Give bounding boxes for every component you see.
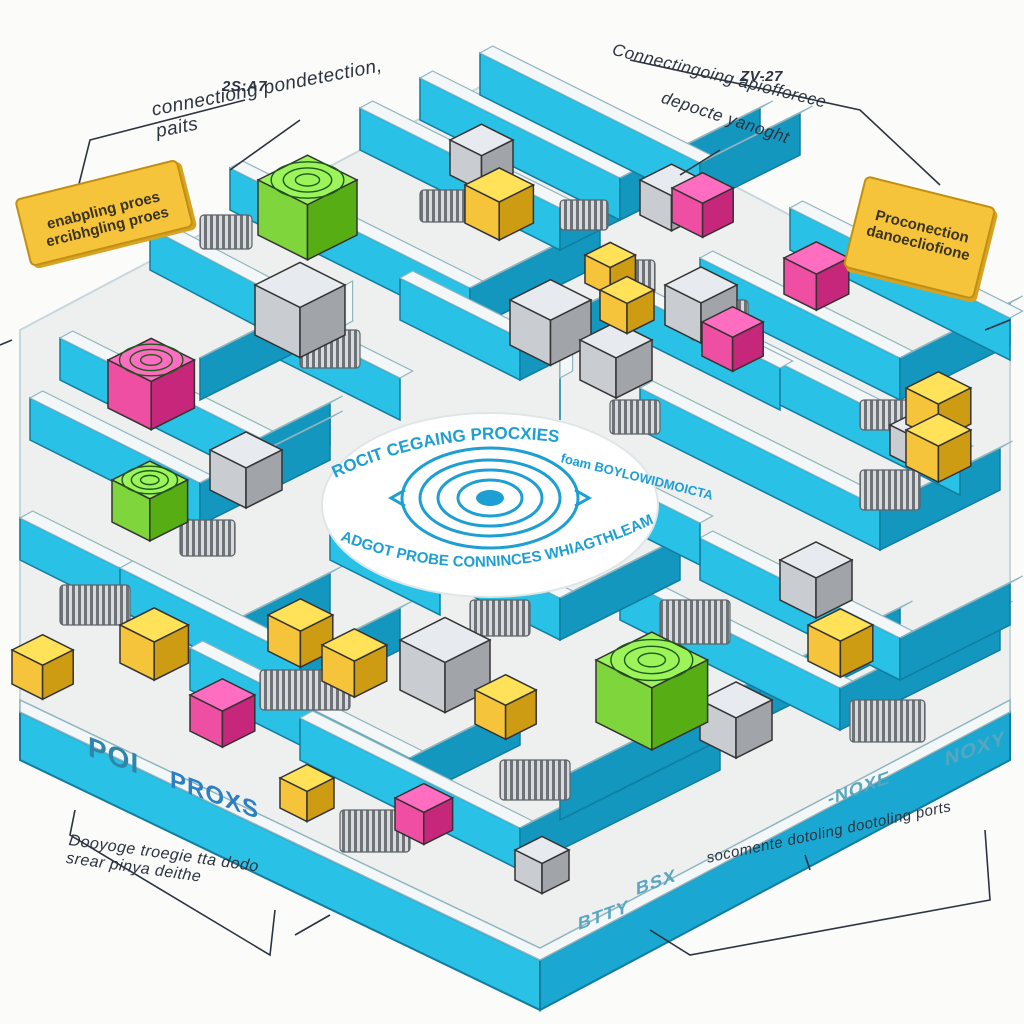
connector-grille [199, 214, 253, 250]
connector-grille [59, 584, 131, 626]
pink-proxy-cube [700, 305, 765, 373]
yellow-proxy-cube [463, 167, 536, 242]
connector-grille [859, 469, 921, 511]
arrow-left-icon [387, 488, 406, 508]
yellow-proxy-cube [473, 673, 538, 741]
yellow-proxy-cube [583, 241, 638, 297]
server-box [208, 431, 284, 510]
server-box [578, 321, 654, 400]
yellow-proxy-cube [10, 633, 75, 701]
top-left-code: 2S:A7 [222, 78, 268, 95]
pink-proxy-cube [670, 171, 735, 239]
connector-grille [419, 189, 471, 223]
connector-grille [499, 759, 571, 801]
server-box [508, 278, 593, 367]
connector-grille [469, 599, 531, 637]
yellow-proxy-cube [278, 763, 336, 823]
green-proxy-cube [110, 460, 190, 543]
pink-proxy-cube [782, 240, 851, 312]
server-box [513, 835, 571, 895]
server-box [398, 616, 492, 714]
yellow-proxy-cube [806, 607, 875, 679]
pink-proxy-cube [188, 677, 257, 749]
maze-wall [478, 45, 714, 207]
yellow-proxy-cube [904, 412, 973, 484]
connector-grille [659, 599, 731, 645]
yellow-proxy-cube [598, 275, 656, 335]
connector-grille [849, 699, 926, 743]
yellow-proxy-cube [320, 627, 389, 699]
maze-wall [899, 575, 1023, 682]
server-box [698, 681, 774, 760]
yellow-proxy-cube [118, 607, 191, 682]
server-box [778, 541, 854, 620]
callout-lines [0, 59, 1011, 957]
green-proxy-cube [594, 631, 710, 752]
server-box [253, 261, 347, 359]
connector-grille [179, 519, 236, 557]
pink-proxy-cube [393, 782, 455, 846]
top-right-code: ZV-27 [740, 68, 783, 85]
pink-proxy-cube [106, 337, 197, 431]
connector-grille [609, 399, 661, 435]
connector-grille [559, 199, 609, 231]
arrow-right-icon [574, 488, 593, 508]
proxy-cubes [10, 154, 973, 846]
maze-wall [398, 270, 534, 382]
server-box [663, 266, 739, 345]
green-proxy-cube [256, 154, 359, 261]
